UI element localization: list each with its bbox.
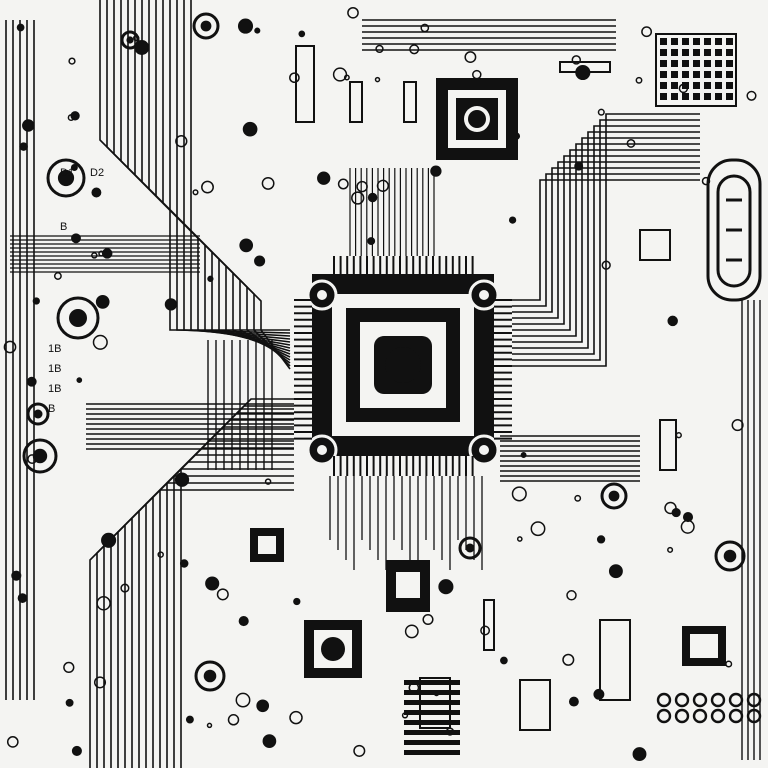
coil-right: [706, 158, 762, 302]
label-left-3: 1B: [48, 383, 61, 395]
label-top-left-3: B: [60, 221, 67, 233]
central-microchip: [306, 274, 500, 466]
lower-center-chip: [304, 620, 362, 678]
right-lower-chip: [682, 626, 726, 666]
top-right-grid-chip: [655, 33, 737, 107]
circuit-traces: [5, 0, 761, 768]
top-center-chip: [436, 78, 518, 160]
silkscreen-labels: 1B 1B 1B B D1 D2 B: [48, 167, 104, 415]
left-connector-chip: [250, 528, 284, 562]
transistor-center: [386, 560, 430, 612]
grid-chip-cells: [660, 38, 733, 100]
label-top-left-2: D2: [90, 167, 104, 179]
central-microchip-pins: [294, 256, 512, 476]
label-top-left-1: D1: [60, 167, 74, 179]
label-left-4: B: [48, 403, 55, 415]
label-left-1: 1B: [48, 343, 61, 355]
label-left-2: 1B: [48, 363, 61, 375]
